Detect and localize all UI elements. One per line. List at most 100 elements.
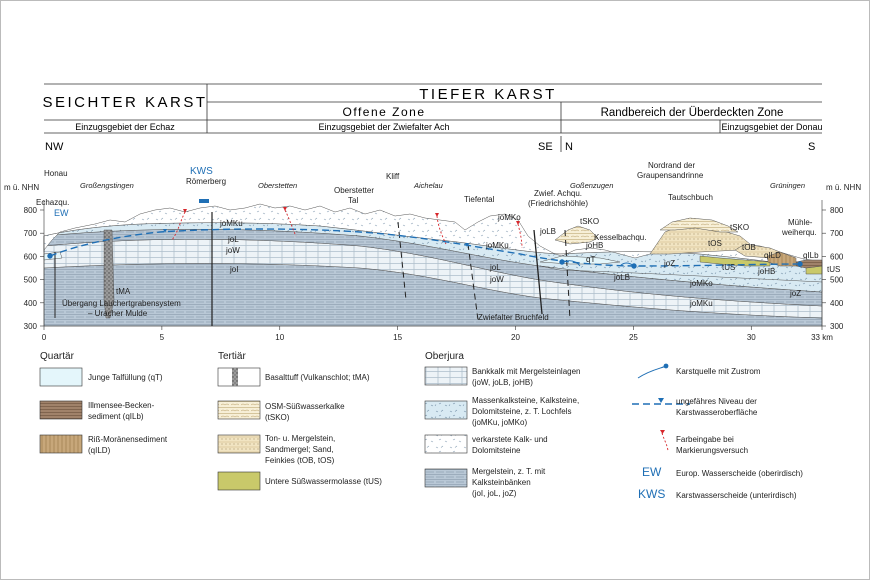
unit-tOB: tOB xyxy=(742,243,756,252)
label-zwiefalter-bruchfeld: Zwiefalter Bruchfeld xyxy=(478,313,549,322)
unit-tMA: tMA xyxy=(116,287,131,296)
legend-swatch-verkarstet xyxy=(424,434,468,454)
unit-joHB: joHB xyxy=(585,241,603,250)
y-axis-title-right: m ü. NHN xyxy=(826,183,861,192)
legend-swatch-tOB-tOS xyxy=(217,434,261,454)
legend-swatch-qILb xyxy=(39,400,83,420)
x-tick-label: 15 xyxy=(393,333,402,342)
layer-tSKO-a xyxy=(554,225,599,245)
y-tick-label-right: 400 xyxy=(830,299,844,308)
place-honau: Honau xyxy=(44,169,68,178)
place-oberstetter: Oberstetter xyxy=(334,186,374,195)
legend-o1b: (joW, joLB, joHB) xyxy=(472,378,533,387)
water-table-markers xyxy=(163,229,469,247)
legend-o4b: Kalksteinbänken xyxy=(472,478,531,487)
unit-joZ-b: joZ xyxy=(789,289,801,298)
legend-q1: Junge Talfüllung (qT) xyxy=(88,373,163,382)
direction-s: S xyxy=(808,141,815,153)
legend-o4a: Mergelstein, z. T. mit xyxy=(472,467,546,476)
y-tick-label-right: 800 xyxy=(830,206,844,215)
legend-o3a: verkarstete Kalk- und xyxy=(472,435,548,444)
y-tick-label-right: 500 xyxy=(830,276,844,285)
unit-joLB: joLB xyxy=(539,227,556,236)
y-tick-label-right: 300 xyxy=(830,322,844,331)
unit-joL-b: joL xyxy=(489,263,501,272)
legend-swatch-massenkalk xyxy=(424,400,468,420)
layer-karst-surface xyxy=(43,203,823,271)
label-eg-donau: Einzugsgebiet der Donau xyxy=(721,122,822,132)
x-tick-label: 0 xyxy=(42,333,47,342)
label-uebergang-1: Übergang Lauchertgrabensystem xyxy=(62,299,181,308)
unit-tUS-b: tUS xyxy=(827,265,840,274)
label-eg-zwiefalter: Einzugsgebiet der Zwiefalter Ach xyxy=(318,122,449,132)
unit-joMKo-b: joMKo xyxy=(689,279,713,288)
legend-ew-text: Europ. Wasserscheide (oberirdisch) xyxy=(676,469,803,478)
y-tick-label-left: 400 xyxy=(24,299,38,308)
unit-joL: joL xyxy=(227,235,239,244)
header-bands xyxy=(44,83,822,152)
legend-t3a: Ton- u. Mergelstein, xyxy=(265,434,335,443)
unit-joW-b: joW xyxy=(489,275,504,284)
direction-se: SE xyxy=(538,141,553,153)
unit-joZ: joZ xyxy=(663,259,675,268)
y-tick-label-left: 500 xyxy=(24,276,38,285)
direction-n: N xyxy=(565,141,573,153)
legend-t2b: (tSKO) xyxy=(265,413,290,422)
layer-tMA xyxy=(103,229,115,319)
x-tick-label: 30 xyxy=(747,333,756,342)
tracer-inputs xyxy=(171,209,523,249)
unit-tSKO-a: tSKO xyxy=(580,217,599,226)
legend-q2a: Illmensee-Becken- xyxy=(88,401,155,410)
x-tick-label: 10 xyxy=(275,333,284,342)
layer-qILD xyxy=(767,251,797,267)
legend-title-quartaer: Quartär xyxy=(40,351,75,362)
place-aichelau: Aichelau xyxy=(413,181,444,190)
legend-swatch-tSKO xyxy=(217,400,261,420)
karst-springs xyxy=(47,253,803,269)
legend-q2b: sediment (qILb) xyxy=(88,412,144,421)
faults xyxy=(54,212,571,326)
place-muehle-2: weiherqu. xyxy=(781,228,817,237)
y-tick-label-left: 800 xyxy=(24,206,38,215)
place-kesselbachqu: Kesselbachqu. xyxy=(594,233,646,242)
y-tick-label-left: 600 xyxy=(24,252,38,261)
unit-tSKO-b: tSKO xyxy=(730,223,749,232)
legend-swatch-bankkalk xyxy=(424,366,468,386)
legend-o2b: Dolomitsteine, z. T. Lochfels xyxy=(472,407,571,416)
legend-o2c: (joMKu, joMKo) xyxy=(472,418,527,427)
label-uebergang-2: – Uracher Mulde xyxy=(88,309,148,318)
label-randbereich: Randbereich der Überdeckten Zone xyxy=(601,107,784,119)
legend-s2a: ungefähres Niveau der xyxy=(676,397,757,406)
legend-s3b: Markierungsversuch xyxy=(676,446,748,455)
layer-tSKO-b xyxy=(659,217,739,233)
kws-marker xyxy=(199,199,209,203)
unit-joW: joW xyxy=(225,246,240,255)
legend-q3a: Riß-Moränensediment xyxy=(88,435,168,444)
unit-joI: joI xyxy=(229,265,238,274)
legend-symbols xyxy=(632,363,690,453)
direction-nw: NW xyxy=(45,141,64,153)
x-tick-label: 25 xyxy=(629,333,638,342)
y-tick-label-left: 700 xyxy=(24,229,38,238)
place-roemerberg: Römerberg xyxy=(186,177,226,186)
legend-s1: Karstquelle mit Zustrom xyxy=(676,367,761,376)
unit-joMKo: joMKo xyxy=(497,213,521,222)
legend-o4c: (joI, joL, joZ) xyxy=(472,489,517,498)
karst-water-table xyxy=(49,228,801,267)
legend-s2b: Karstwasseroberfläche xyxy=(676,408,758,417)
legend-o3b: Dolomitsteine xyxy=(472,446,521,455)
y-tick-label-right: 700 xyxy=(830,229,844,238)
legend-ew-symbol: EW xyxy=(642,465,662,479)
legend-kws-text: Karstwasserscheide (unterirdisch) xyxy=(676,491,797,500)
x-tick-label: 33 km xyxy=(811,333,833,342)
legend-t2a: OSM-Süßwasserkalke xyxy=(265,402,345,411)
label-offene-zone: Offene Zone xyxy=(343,105,426,119)
legend-swatch-tMA xyxy=(217,367,261,387)
legend-title-oberjura: Oberjura xyxy=(425,351,464,362)
legend-kws-symbol: KWS xyxy=(638,487,665,501)
y-axis-title-left: m ü. NHN xyxy=(4,183,39,192)
legend-swatch-qT xyxy=(39,367,83,387)
unit-joMKu: joMKu xyxy=(219,219,243,228)
